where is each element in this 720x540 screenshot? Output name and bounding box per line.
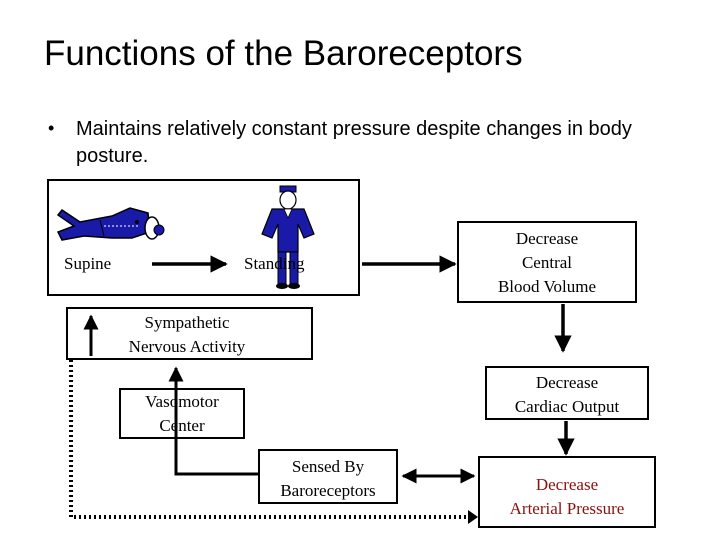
central-volume-box xyxy=(457,221,637,303)
arterial-pressure-label: Decrease Arterial Pressure xyxy=(509,475,625,518)
feedback-dotted-line xyxy=(69,360,468,519)
bullet-marker: • xyxy=(48,118,55,138)
sensed-by-box xyxy=(258,449,398,504)
feedback-arrowhead xyxy=(468,510,478,524)
sympathetic-label: Sympathetic Nervous Activity xyxy=(128,313,246,356)
vasomotor-label: Vasomotor Center xyxy=(145,392,219,435)
cardiac-output-box xyxy=(485,366,649,420)
lying-figure-icon xyxy=(56,207,165,241)
vasomotor-box xyxy=(119,388,245,439)
arterial-pressure-box xyxy=(478,456,656,528)
sensed-by-label: Sensed By Baroreceptors xyxy=(280,457,376,500)
sensed-to-vasomotor-arrow xyxy=(168,366,258,476)
central-volume-label: Decrease Central Blood Volume xyxy=(497,229,597,296)
page-title: Functions of the Baroreceptors xyxy=(44,34,523,73)
bullet-text: Maintains relatively constant pressure d… xyxy=(76,118,632,167)
sympathetic-box xyxy=(66,307,313,360)
standing-label: Standing xyxy=(244,254,305,273)
posture-box xyxy=(47,179,360,296)
cardiac-output-label: Decrease Cardiac Output xyxy=(514,373,620,416)
standing-figure-icon xyxy=(261,185,315,289)
supine-label: Supine xyxy=(64,254,112,273)
